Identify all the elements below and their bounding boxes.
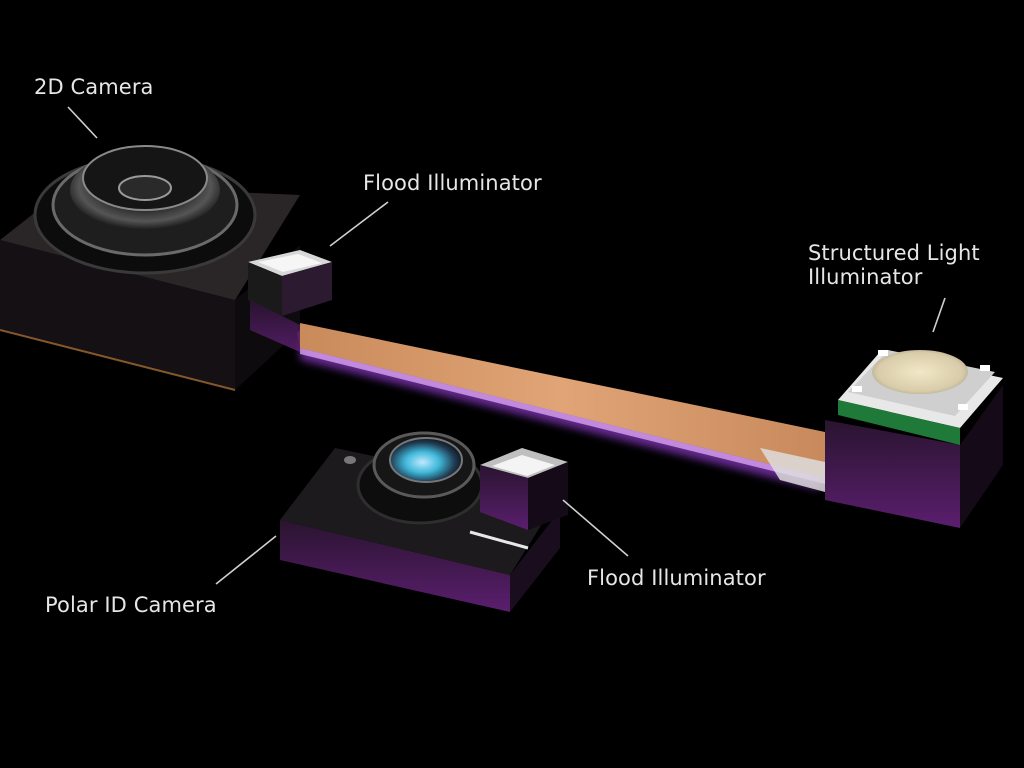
leader-polar-id: [215, 535, 277, 585]
structured-light-module: [825, 350, 1003, 528]
flex-cable: [295, 322, 825, 492]
leader-structured-light: [932, 297, 946, 333]
label-structured-light-illuminator: Structured Light Illuminator: [808, 241, 980, 289]
leader-flood-top: [329, 201, 389, 247]
label-polar-id-camera: Polar ID Camera: [45, 593, 217, 617]
leader-2d-camera: [67, 106, 98, 139]
leader-flood-bottom: [562, 499, 629, 557]
camera-2d-module: [0, 145, 332, 391]
label-flood-illuminator-top: Flood Illuminator: [363, 171, 542, 195]
label-structured-line2: Illuminator: [808, 265, 923, 289]
label-2d-camera: 2D Camera: [34, 75, 154, 99]
label-structured-line1: Structured Light: [808, 241, 980, 265]
label-flood-illuminator-bottom: Flood Illuminator: [587, 566, 766, 590]
polar-id-module: [280, 431, 568, 612]
leader-lines: [67, 106, 946, 585]
